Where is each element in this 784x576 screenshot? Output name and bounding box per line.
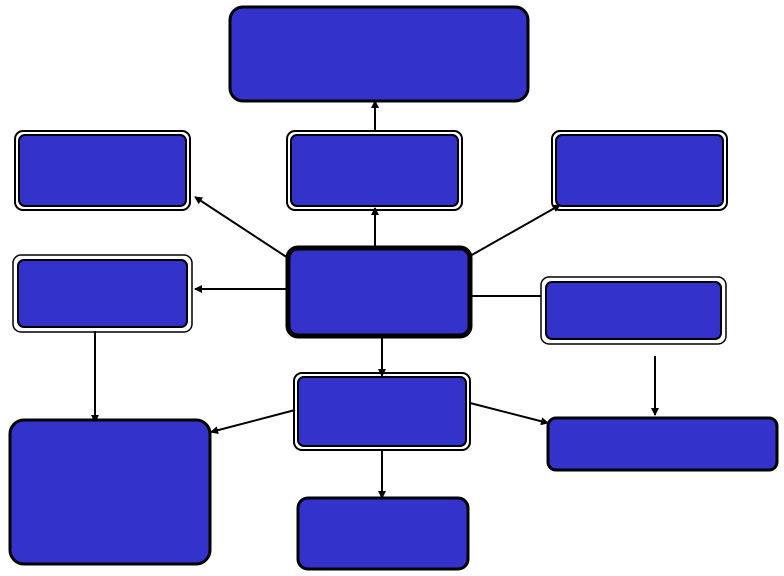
box-lower-right: [546, 416, 779, 472]
box-bottom-left: [8, 418, 212, 566]
box-bottom-center: [296, 496, 470, 571]
box-upper-center: [286, 130, 463, 211]
box-upper-right: [551, 130, 728, 211]
boxes: [8, 5, 779, 571]
box-top: [228, 5, 530, 103]
arrow-center-to-upper-left: [194, 196, 289, 259]
box-middle-left: [12, 254, 193, 333]
box-middle-right: [540, 276, 727, 345]
arrow-lower-center-to-bottom-left: [210, 409, 296, 435]
box-center: [285, 245, 473, 339]
connectors: [91, 100, 659, 499]
box-upper-left: [14, 130, 191, 211]
arrow-lower-center-to-lower-right: [469, 402, 549, 426]
box-lower-center: [293, 372, 471, 451]
arrow-center-to-upper-right: [469, 204, 561, 257]
